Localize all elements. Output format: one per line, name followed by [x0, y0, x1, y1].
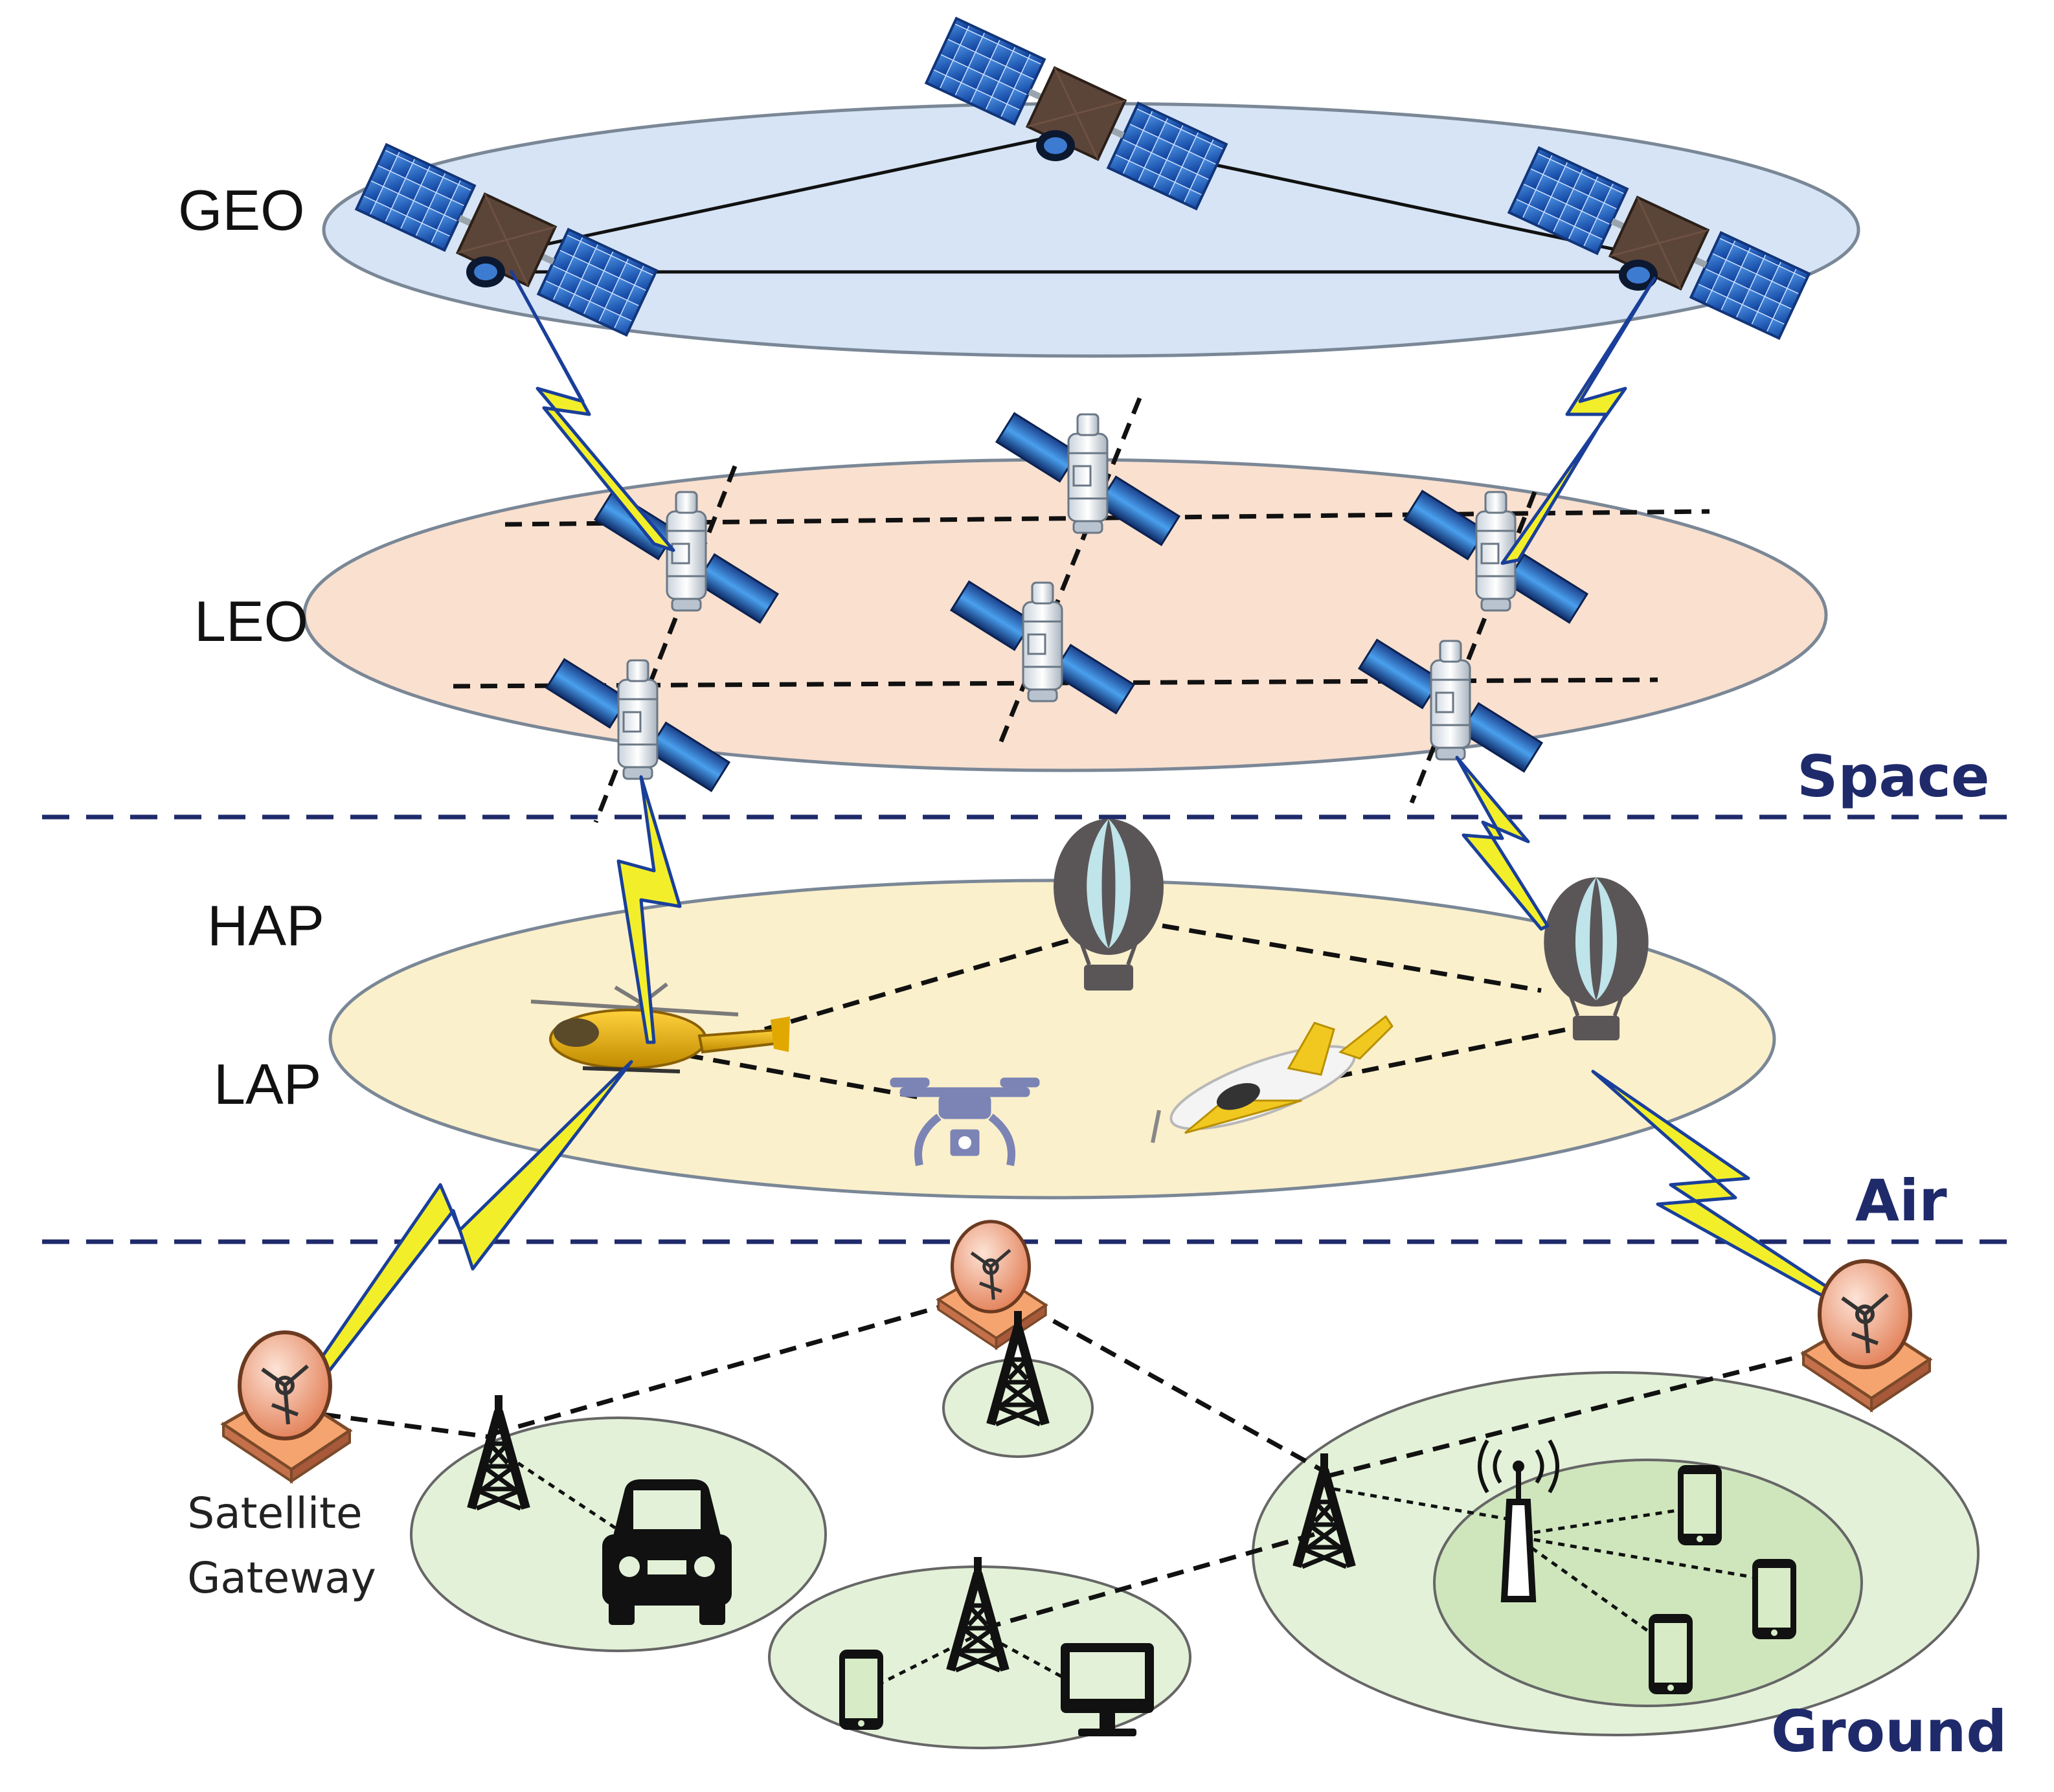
- ground-region-label: Ground: [1771, 1698, 2007, 1765]
- satellite-gateway-line2: Gateway: [187, 1553, 376, 1603]
- lightning-geo-leo-right: [1500, 276, 1656, 565]
- smartphone-icon: [1752, 1559, 1796, 1639]
- hap-layer-label: HAP: [207, 893, 324, 958]
- lightning-geo-leo-left: [510, 270, 675, 552]
- space-region-label: Space: [1797, 743, 1990, 810]
- geo-inter-satellite-links: [491, 134, 1645, 274]
- monitor-icon: [1061, 1643, 1154, 1736]
- smartphone-icon: [839, 1650, 883, 1730]
- wifi-router-icon: [1478, 1439, 1559, 1602]
- airplane-icon: [1151, 1014, 1394, 1143]
- helicopter-icon: [530, 982, 790, 1073]
- lightning-leo-lap-left: [616, 775, 682, 1044]
- air-platform-plane: [328, 879, 1776, 1200]
- ground-backhaul-links: [323, 1295, 1840, 1631]
- ground-cell: [942, 1358, 1094, 1458]
- drone-icon: [890, 1077, 1040, 1167]
- air-region-label: Air: [1855, 1167, 1947, 1234]
- smartphone-icon: [1678, 1465, 1722, 1545]
- satellite-gateway-line1: Satellite: [187, 1488, 362, 1538]
- lap-layer-label: LAP: [214, 1052, 321, 1116]
- leo-orbit-plane: [302, 458, 1828, 772]
- smartphone-icon: [1649, 1614, 1693, 1694]
- lightning-hap-ground-right: [1591, 1070, 1841, 1303]
- geo-layer-label: GEO: [178, 178, 305, 242]
- ground-small-cell: [1433, 1459, 1863, 1707]
- car-icon: [602, 1479, 732, 1625]
- lightning-leo-hap-right: [1455, 756, 1550, 931]
- leo-layer-label: LEO: [194, 589, 308, 653]
- satellite-gateway-label: Satellite Gateway: [187, 1488, 376, 1603]
